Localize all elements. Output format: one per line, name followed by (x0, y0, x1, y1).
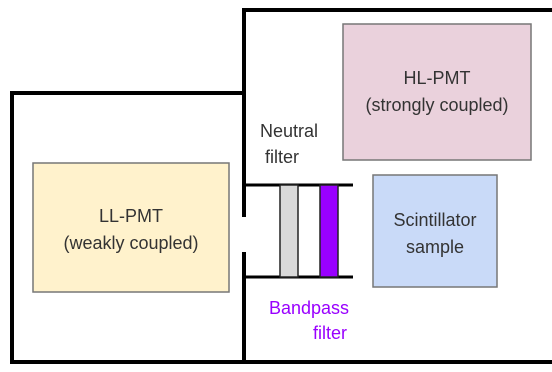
svg-text:(weakly coupled): (weakly coupled) (63, 233, 198, 253)
svg-text:filter: filter (265, 147, 299, 167)
svg-text:filter: filter (313, 323, 347, 343)
scintillator-title: Scintillator (393, 210, 476, 230)
svg-text:Scintillator: Scintillator (393, 210, 476, 230)
bandpass-filter-label-line1: Bandpass (269, 298, 349, 318)
ll-pmt-subtitle: (weakly coupled) (63, 233, 198, 253)
hl-pmt-box: HL-PMT (strongly coupled) (342, 23, 532, 161)
neutral-filter-label: Neutral filter (260, 121, 318, 167)
neutral-filter-label-line2: filter (265, 147, 299, 167)
neutral-filter-label-line1: Neutral (260, 121, 318, 141)
svg-text:Neutral: Neutral (260, 121, 318, 141)
ll-pmt-title: LL-PMT (99, 206, 163, 226)
scintillator-rect (372, 174, 498, 288)
hl-pmt-rect (342, 23, 532, 161)
hl-pmt-subtitle: (strongly coupled) (365, 95, 508, 115)
enclosure-walls (10, 8, 552, 364)
neutral-filter (279, 184, 299, 278)
bandpass-filter-label-line2: filter (313, 323, 347, 343)
hl-pmt-title: HL-PMT (404, 68, 471, 88)
scintillator-subtitle: sample (406, 237, 464, 257)
svg-text:sample: sample (406, 237, 464, 257)
svg-text:HL-PMT: HL-PMT (404, 68, 471, 88)
left-chamber-wall (10, 91, 246, 364)
svg-text:(strongly coupled): (strongly coupled) (365, 95, 508, 115)
bandpass-filter-label: Bandpass filter (269, 298, 349, 343)
ll-pmt-rect (32, 162, 230, 293)
svg-text:Bandpass: Bandpass (269, 298, 349, 318)
svg-text:LL-PMT: LL-PMT (99, 206, 163, 226)
right-chamber-wall (242, 8, 552, 364)
bandpass-filter (319, 184, 339, 278)
scintillator-box: Scintillator sample (372, 174, 498, 288)
ll-pmt-box: LL-PMT (weakly coupled) (32, 162, 230, 293)
